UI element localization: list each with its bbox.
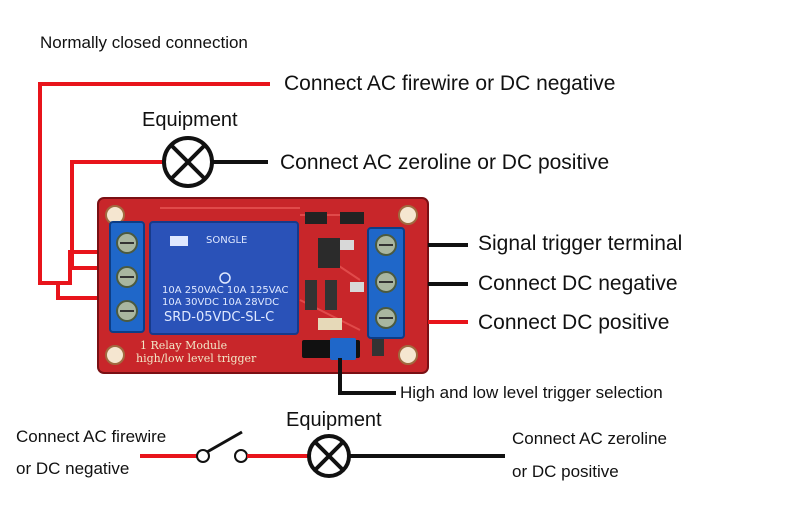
bottom-right-line-2: or DC positive (512, 462, 619, 481)
bottom-left-line-1: Connect AC firewire (16, 427, 167, 446)
relay-body (149, 221, 299, 335)
level-select-leader (338, 358, 396, 395)
relay-model: SRD-05VDC-SL-C (164, 310, 274, 325)
bottom-left-line-2: or DC negative (16, 459, 130, 478)
equipment-lamp-icon-bottom (307, 434, 351, 478)
normally-closed-label: Normally closed connection (40, 33, 248, 52)
bottom-right-line-1: Connect AC zeroline (512, 429, 667, 448)
dc-negative-label: Connect DC negative (478, 272, 678, 295)
level-select-label: High and low level trigger selection (400, 383, 663, 402)
signal-trigger-label: Signal trigger terminal (478, 232, 683, 255)
dc-positive-label: Connect DC positive (478, 311, 670, 334)
module-line-2: high/low level trigger (136, 352, 257, 365)
ac-firewire-top-label: Connect AC firewire or DC negative (284, 72, 616, 95)
relay-spec-1: 10A 250VAC 10A 125VAC (162, 285, 289, 296)
right-terminal-block (367, 227, 405, 339)
equipment-top-label: Equipment (142, 109, 238, 131)
ac-zeroline-top-label: Connect AC zeroline or DC positive (280, 151, 610, 174)
equipment-bottom-label: Equipment (286, 409, 382, 431)
bottom-circuit (140, 430, 505, 463)
module-line-1: 1 Relay Module (140, 339, 227, 352)
left-terminal-block (109, 221, 145, 333)
relay-brand: SONGLE (206, 235, 247, 246)
relay-spec-2: 10A 30VDC 10A 28VDC (162, 297, 279, 308)
equipment-lamp-icon-top (162, 136, 214, 188)
nc-wire (38, 82, 270, 285)
